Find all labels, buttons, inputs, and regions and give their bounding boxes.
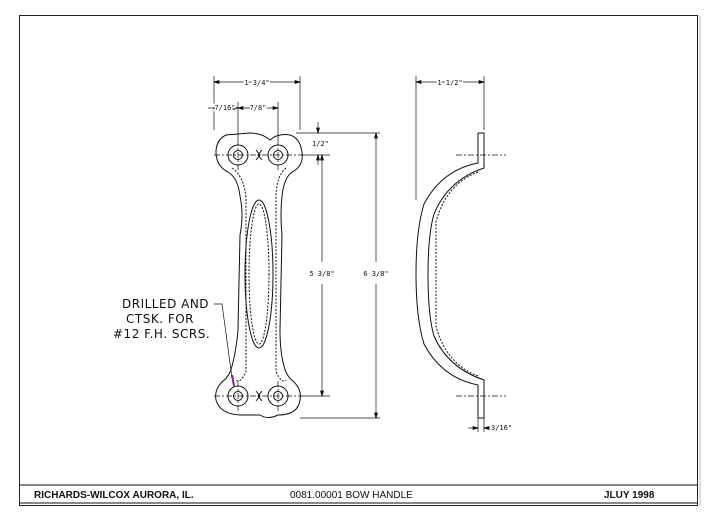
dim-hole-center-length: 5 3/8" (309, 270, 334, 278)
sheet-border (19, 15, 698, 506)
note-leader-accent (231, 374, 235, 387)
side-view-dimension-lines (414, 76, 490, 432)
dim-overall-width: 1 3/4" (244, 79, 269, 87)
dim-side-depth: 1 1/2" (437, 79, 462, 87)
title-block-part: 0081.00001 BOW HANDLE (290, 490, 413, 501)
front-view-dimension-lines (208, 76, 380, 420)
title-block: RICHARDS-WILCOX AURORA, IL. 0081.00001 B… (20, 484, 697, 504)
drill-note-line-3: #12 F.H. SCRS. (113, 327, 210, 341)
side-view-outline (415, 132, 485, 419)
front-view-outline (215, 132, 303, 418)
front-view-centerlines (214, 140, 302, 411)
dim-thickness: 3/16" (491, 424, 512, 432)
grip-recess-inner (248, 203, 270, 345)
side-view-centerlines (456, 154, 506, 397)
dim-hole-spacing: 7/8" (250, 104, 267, 112)
front-view-inner-edge (231, 167, 287, 382)
side-view (415, 132, 485, 419)
grip-recess-outer (244, 199, 274, 349)
dim-hole-offset: 7/16" (214, 104, 235, 112)
front-view (215, 132, 303, 418)
dim-overall-length: 6 3/8" (363, 270, 388, 278)
drill-note-line-2: CTSK. FOR (126, 312, 194, 326)
title-block-date: JLUY 1998 (604, 490, 655, 501)
side-view-hidden-edge (435, 171, 479, 377)
title-block-company: RICHARDS-WILCOX AURORA, IL. (34, 490, 194, 501)
drill-note-line-1: DRILLED AND (122, 297, 209, 311)
dim-top-offset: 1/2" (312, 140, 329, 148)
